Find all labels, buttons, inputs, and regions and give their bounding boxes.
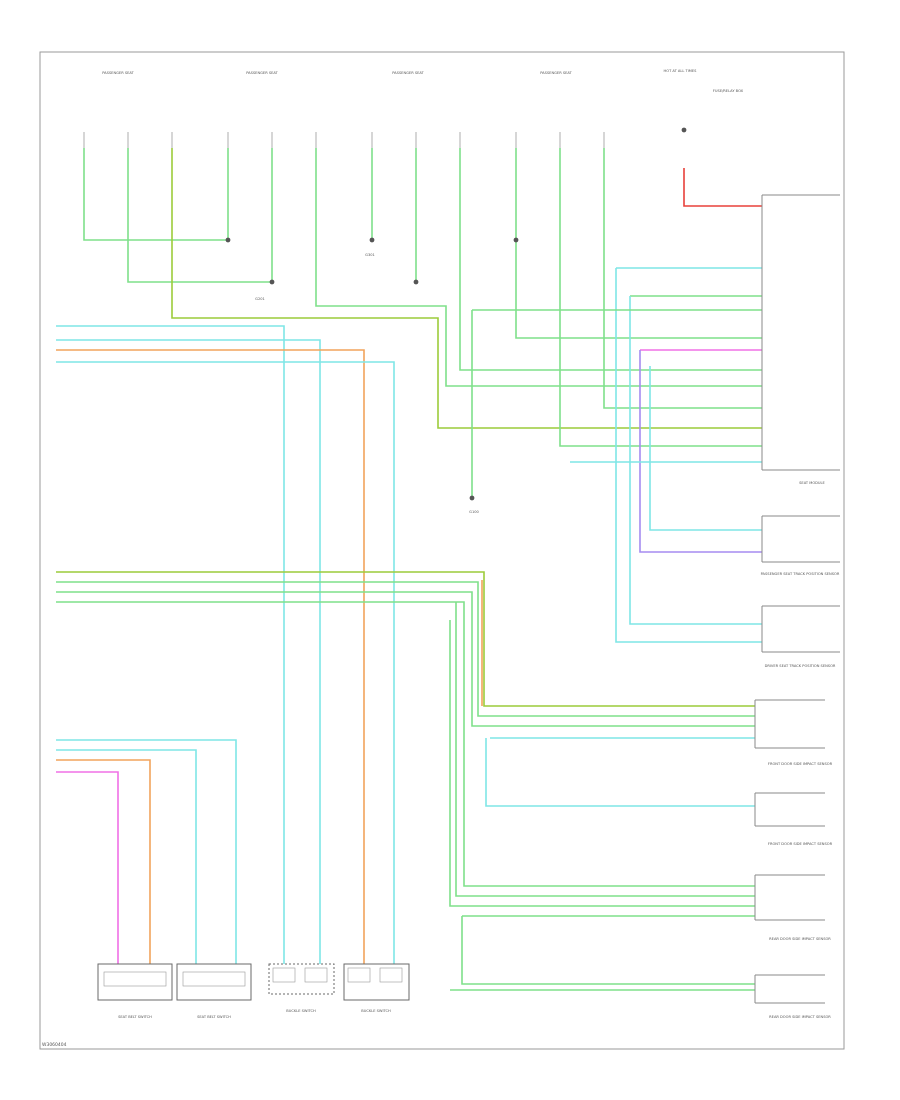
wire-group — [56, 148, 762, 991]
junction-dot-5 — [469, 495, 475, 501]
wire-7 — [515, 148, 762, 339]
hot-at-all-times-label: HOT AT ALL TIMES — [664, 69, 698, 73]
header-label-4: PASSENGER SEAT — [540, 71, 572, 75]
wire-1 — [127, 148, 273, 283]
header-label-3: PASSENGER SEAT — [392, 71, 424, 75]
wire-27 — [56, 591, 755, 727]
wire-10 — [683, 168, 762, 207]
bs2-inner-a — [347, 967, 371, 983]
wire-21 — [56, 325, 285, 964]
wire-3 — [315, 148, 762, 387]
front-door-sensor-outline — [754, 699, 825, 749]
front-door-sensor2-outline — [754, 792, 825, 827]
wire-2 — [171, 148, 762, 429]
wire-31 — [449, 620, 755, 907]
sw2-inner — [182, 971, 246, 987]
wire-25 — [56, 571, 755, 707]
ground-labels: G201 G301 G100 — [255, 253, 479, 514]
sw1-inner — [103, 971, 167, 987]
junction-dot-3 — [413, 279, 419, 285]
seat-belt-switch-1-label: SEAT BELT SWITCH — [118, 1015, 152, 1019]
ground-g201-label: G201 — [255, 297, 265, 301]
header-label-1: PASSENGER SEAT — [102, 71, 134, 75]
wire-38 — [56, 749, 197, 964]
wire-39 — [56, 759, 151, 964]
junction-dot-1 — [269, 279, 275, 285]
module-boxes — [754, 194, 840, 1004]
wire-18 — [639, 350, 762, 553]
bs2-inner-b — [379, 967, 403, 983]
pass-seat-track-label: PASSENGER SEAT TRACK POSITION SENSOR — [761, 572, 840, 576]
wire-14 — [629, 296, 762, 625]
buckle-switch-2-label: BUCKLE SWITCH — [361, 1009, 391, 1013]
wire-29 — [56, 601, 755, 887]
buckle-switch-1-label: BUCKLE SWITCH — [286, 1009, 316, 1013]
wire-37 — [56, 739, 237, 964]
rear-door-sensor-label: REAR DOOR SIDE IMPACT SENSOR — [769, 937, 831, 941]
bottom-switches — [97, 963, 410, 1001]
main-module-outline — [761, 194, 840, 471]
seat-belt-switch-2-label: SEAT BELT SWITCH — [197, 1015, 231, 1019]
pin-label-group — [83, 132, 605, 148]
top-header-labels: PASSENGER SEAT PASSENGER SEAT PASSENGER … — [102, 69, 743, 93]
pass-seat-track-outline — [761, 515, 840, 563]
ground-g100-label: G100 — [469, 510, 479, 514]
junction-dots — [225, 127, 687, 501]
buckle-switch-1-box — [268, 963, 335, 995]
wire-12 — [615, 268, 762, 643]
bs1-inner-a — [272, 967, 296, 983]
front-door-sensor2-label: FRONT DOOR SIDE IMPACT SENSOR — [768, 842, 833, 846]
junction-dot-4 — [513, 237, 519, 243]
wire-23 — [56, 349, 365, 964]
wire-24 — [56, 361, 395, 964]
junction-dot-2 — [369, 237, 375, 243]
bs1-inner-b — [304, 967, 328, 983]
wire-8 — [559, 148, 762, 447]
wire-6 — [459, 148, 762, 371]
diagram-frame — [39, 51, 845, 1050]
rear-door-sensor2-label: REAR DOOR SIDE IMPACT SENSOR — [769, 1015, 831, 1019]
wire-9 — [603, 148, 762, 409]
header-label-2: PASSENGER SEAT — [246, 71, 278, 75]
wire-34 — [485, 738, 755, 807]
fuse-box-label: FUSE/RELAY BOX — [713, 89, 744, 93]
wire-19 — [649, 366, 762, 531]
driver-seat-track-outline — [761, 605, 840, 653]
module-main-label: SEAT MODULE — [799, 481, 825, 485]
wire-22 — [56, 339, 321, 964]
bottom-switch-labels: SEAT BELT SWITCH SEAT BELT SWITCH BUCKLE… — [118, 1009, 391, 1019]
front-door-sensor-label: FRONT DOOR SIDE IMPACT SENSOR — [768, 762, 833, 766]
ground-g301-label: G301 — [365, 253, 375, 257]
seat-belt-switch-2-box — [176, 963, 252, 1001]
junction-dot-6 — [681, 127, 687, 133]
junction-dot-0 — [225, 237, 231, 243]
wire-26 — [56, 581, 755, 717]
wire-35 — [461, 916, 755, 985]
wire-0 — [83, 148, 229, 241]
rear-door-sensor2-outline — [754, 974, 825, 1004]
module-labels: SEAT MODULE PASSENGER SEAT TRACK POSITIO… — [761, 481, 840, 1019]
rear-door-sensor-outline — [754, 874, 825, 921]
wire-30 — [455, 602, 755, 897]
seat-belt-switch-1-box — [97, 963, 173, 1001]
footer-code: W3060404 — [42, 1042, 67, 1048]
wire-40 — [56, 771, 119, 964]
driver-seat-track-label: DRIVER SEAT TRACK POSITION SENSOR — [765, 664, 836, 668]
